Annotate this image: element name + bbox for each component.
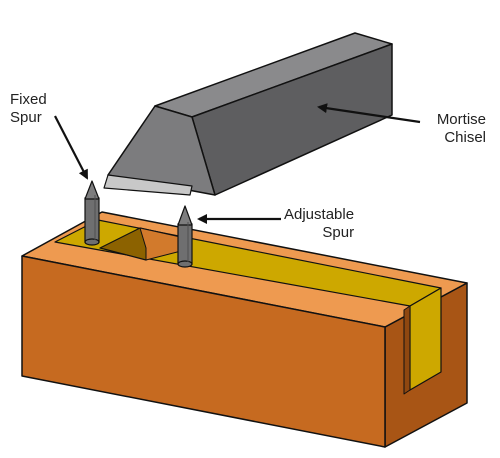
mortise-chisel-label-line-2: Chisel xyxy=(444,129,486,146)
spur-pin-icon xyxy=(84,180,100,246)
fixed-spur-label-line-2: Spur xyxy=(10,109,42,126)
fixed-spur-label: Fixed Spur xyxy=(10,91,47,127)
mortise-chisel-icon xyxy=(103,32,393,196)
mortise-chisel-arrow xyxy=(317,103,421,124)
adjustable-spur-label-line-2: Spur xyxy=(322,224,355,241)
mortise-chisel-label-line-1: Mortise xyxy=(436,111,486,128)
adjustable-spur-label: Adjustable Spur xyxy=(284,206,354,242)
fixed-spur-label-line-1: Fixed xyxy=(10,91,47,108)
chisel-cutting-edge xyxy=(103,174,193,196)
fixed-spur-arrow xyxy=(54,115,88,180)
slot-end-opening xyxy=(409,287,442,391)
wood-block xyxy=(21,211,468,448)
mortise-chisel-label: Mortise Chisel xyxy=(437,111,486,147)
wood-block-front-face xyxy=(21,255,386,448)
adjustable-spur-label-line-1: Adjustable xyxy=(284,206,355,223)
spur-pin-icon xyxy=(177,205,193,268)
chisel-bevel-face xyxy=(107,105,216,196)
slot-end-wall xyxy=(403,305,411,395)
